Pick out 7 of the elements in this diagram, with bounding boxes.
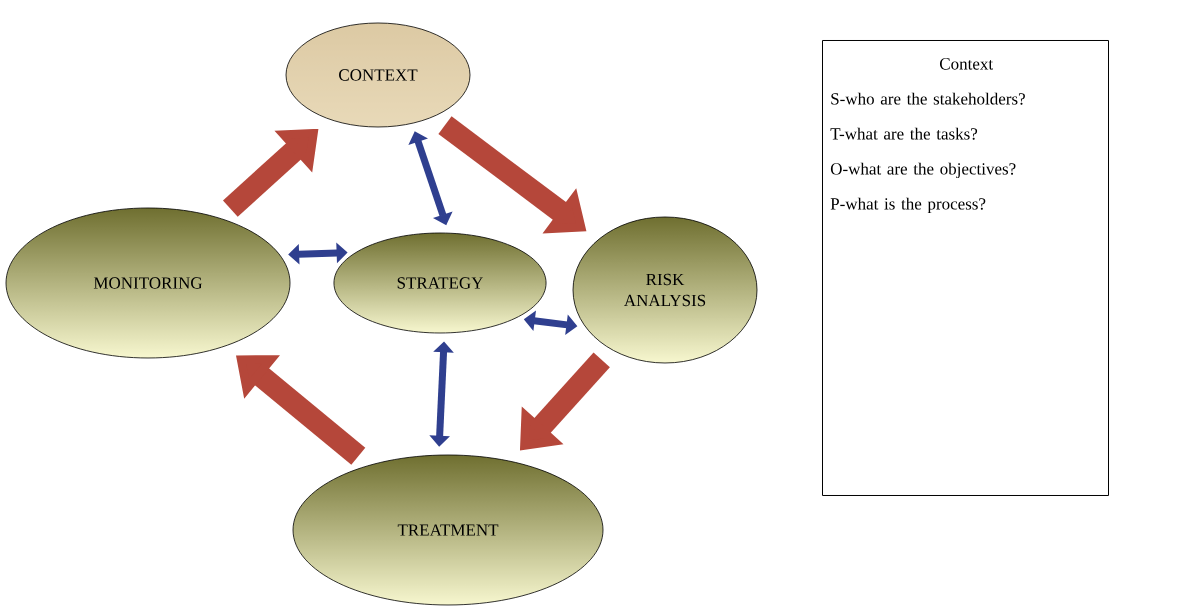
ellipse-node: RISK ANALYSIS — [572, 216, 758, 364]
ellipse-node: TREATMENT — [292, 454, 604, 606]
ellipse-node: STRATEGY — [333, 232, 547, 334]
ellipse-node: CONTEXT — [285, 22, 471, 128]
text-panel: Context S-who are the stakeholders? T-what are the tasks? O-what are the objectives? P-what is the process? — [822, 40, 1109, 496]
arrow — [236, 355, 366, 465]
ellipse-node: MONITORING — [5, 207, 291, 359]
